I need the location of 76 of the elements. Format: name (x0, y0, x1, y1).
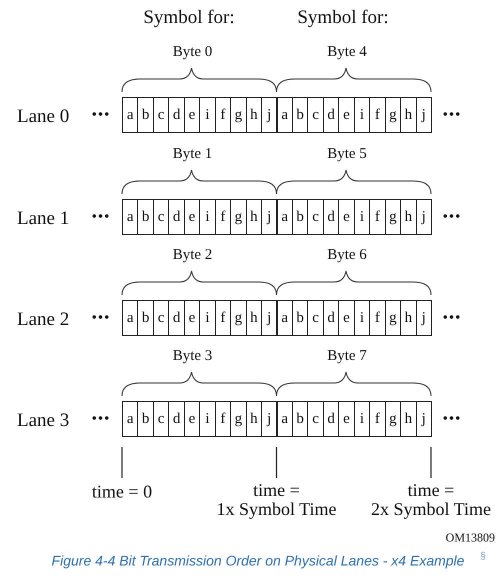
column-heading: Symbol for: (297, 8, 389, 28)
bit-cell: c (307, 199, 324, 235)
ellipsis: ••• (92, 108, 110, 124)
byte-label: Byte 1 (172, 147, 212, 163)
ellipsis: ••• (442, 412, 462, 428)
lane-label: Lane 3 (17, 411, 70, 431)
bit-cell: b (137, 97, 154, 133)
bit-cell: b (137, 300, 154, 336)
bit-cell: j (261, 97, 278, 133)
lane-label: Lane 2 (17, 310, 70, 330)
bit-cell: g (230, 300, 247, 336)
bit-cell: e (338, 401, 355, 437)
bit-cell: g (230, 401, 247, 437)
time-label: time = 2x Symbol Time (370, 481, 492, 519)
bit-cell: j (416, 401, 432, 437)
bit-cell: a (276, 97, 293, 133)
bit-cell: a (276, 401, 293, 437)
bit-cell: a (122, 199, 138, 235)
bit-cell: d (168, 199, 185, 235)
bit-cell: i (199, 401, 216, 437)
bit-cell: f (369, 300, 386, 336)
lane-label: Lane 0 (17, 107, 70, 127)
bit-cell: g (230, 199, 247, 235)
bit-cell: e (338, 97, 355, 133)
byte-label: Byte 4 (327, 45, 367, 61)
ellipsis: ••• (92, 311, 110, 327)
bit-cell: a (122, 97, 138, 133)
ellipsis: ••• (92, 210, 110, 226)
bit-cell: b (137, 199, 154, 235)
bit-cell: d (168, 300, 185, 336)
section-link: § (480, 552, 486, 562)
column-heading: Symbol for: (143, 8, 235, 28)
bit-cell: i (199, 199, 216, 235)
bit-cell: f (369, 97, 386, 133)
byte-label: Byte 5 (327, 147, 367, 163)
bit-cell: b (137, 401, 154, 437)
bit-cell: h (400, 199, 417, 235)
byte-label: Byte 2 (172, 248, 212, 264)
bit-cell: j (261, 401, 278, 437)
bit-cell: h (400, 401, 417, 437)
bit-cell: j (416, 97, 432, 133)
figure-number: OM13809 (446, 532, 495, 544)
bit-cell: i (199, 300, 216, 336)
ellipsis: ••• (442, 311, 462, 327)
bit-cell: e (338, 300, 355, 336)
bit-cell: f (369, 199, 386, 235)
byte-label: Byte 7 (327, 349, 367, 365)
bit-cell: c (307, 97, 324, 133)
bit-cell: h (400, 97, 417, 133)
bit-cell: h (400, 300, 417, 336)
bit-cell: d (168, 97, 185, 133)
byte-label: Byte 6 (327, 248, 367, 264)
time-label: time = 1x Symbol Time (216, 481, 337, 519)
bit-cell: g (230, 97, 247, 133)
bit-cell: c (307, 401, 324, 437)
bit-cell: j (261, 199, 278, 235)
byte-label: Byte 0 (172, 45, 212, 61)
bit-cell: a (276, 199, 293, 235)
bit-cell: e (338, 199, 355, 235)
bit-cell: c (307, 300, 324, 336)
figure-caption: Figure 4-4 Bit Transmission Order on Physical Lanes - x4 Example (52, 554, 464, 568)
lane-label: Lane 1 (17, 209, 70, 229)
ellipsis: ••• (92, 412, 110, 428)
bit-cell: f (369, 401, 386, 437)
bit-cell: a (122, 401, 138, 437)
bit-cell: a (122, 300, 138, 336)
time-label: time = 0 (92, 482, 152, 502)
byte-label: Byte 3 (172, 349, 212, 365)
bit-cell: a (276, 300, 293, 336)
bit-cell: d (168, 401, 185, 437)
ellipsis: ••• (442, 210, 462, 226)
bit-cell: j (261, 300, 278, 336)
bit-cell: i (199, 97, 216, 133)
ellipsis: ••• (442, 108, 462, 124)
bit-cell: j (416, 300, 432, 336)
bit-cell: j (416, 199, 432, 235)
